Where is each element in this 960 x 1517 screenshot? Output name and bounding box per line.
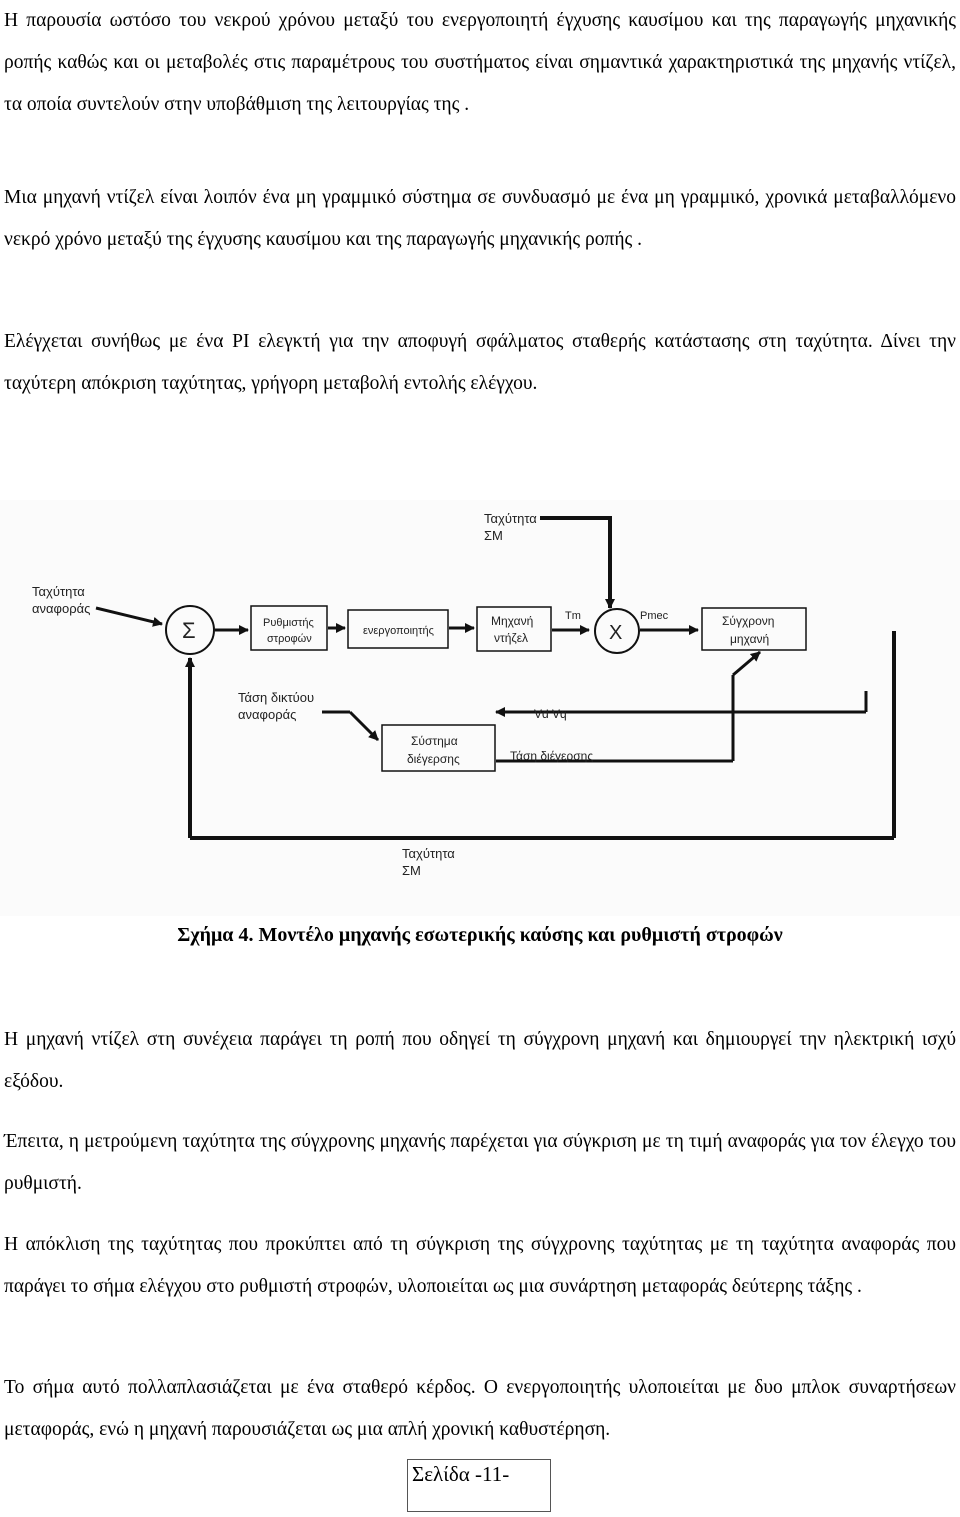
actuator-block: [347, 609, 449, 649]
page-number-box: Σελίδα -11-: [407, 1459, 551, 1512]
grid-ref-to-excitation-arrow: [348, 710, 380, 742]
figure-caption: Σχήμα 4. Μοντέλο μηχανής εσωτερικής καύσ…: [177, 924, 783, 946]
excitation-to-sync-arrow: [732, 650, 761, 677]
excitation-voltage-label: Τάση διέγερσης: [510, 749, 593, 763]
vd-vq-label: Vd Vq: [534, 707, 567, 721]
speed-sm-bottom-label-1: Ταχύτητα: [402, 846, 455, 861]
sync-machine-block: [701, 607, 807, 651]
multiplier-symbol: X: [609, 622, 622, 644]
diesel-engine-block: [476, 606, 552, 652]
tm-label: Tm: [565, 610, 581, 622]
block-diagram: Ταχύτητα ΣΜ Ταχύτητα αναφοράς Σ Ρυθμιστή…: [0, 500, 960, 916]
governor-label-2: στροφών: [267, 633, 312, 645]
governor-label-1: Ρυθμιστής: [263, 617, 314, 629]
pmec-label: Pmec: [640, 610, 669, 622]
speed-reference-label-2: αναφοράς: [32, 601, 90, 616]
sync-machine-label-2: μηχανή: [730, 632, 769, 646]
speed-sm-top-label-2: ΣΜ: [484, 528, 503, 543]
paragraph-nonlinear-system: Μια μηχανή ντίζελ είναι λοιπόν ένα μη γρ…: [4, 187, 956, 250]
excitation-system-label-2: διέγερσης: [407, 752, 460, 766]
speed-sm-to-multiplier-arrow: [540, 516, 615, 609]
paragraph-measured-speed: Έπειτα, η μετρούμενη ταχύτητα της σύγχρο…: [4, 1131, 956, 1194]
paragraph-signal-gain: Το σήμα αυτό πολλαπλασιάζεται με ένα στα…: [4, 1377, 956, 1440]
sum-junction: [165, 605, 215, 655]
sync-machine-label-1: Σύγχρονη: [722, 614, 774, 628]
speed-sm-top-label-1: Ταχύτητα: [484, 511, 537, 526]
reference-to-sum-arrow: [95, 606, 163, 627]
excitation-system-label-1: Σύστημα: [411, 734, 458, 748]
paragraph-pi-controller: Ελέγχεται συνήθως με ένα PI ελεγκτή για …: [4, 331, 956, 394]
speed-reference-label-1: Ταχύτητα: [32, 584, 85, 599]
multiplier-junction: [594, 608, 640, 654]
governor-block: [250, 605, 328, 651]
diesel-engine-label-2: ντήζελ: [494, 631, 528, 645]
actuator-label: ενεργοποιητής: [363, 625, 434, 637]
speed-sm-bottom-label-2: ΣΜ: [402, 863, 421, 878]
sum-symbol: Σ: [182, 618, 196, 643]
grid-voltage-ref-label-1: Τάση δικτύου: [238, 690, 314, 705]
page-number: Σελίδα -11-: [412, 1462, 510, 1486]
paragraph-dead-time: Η παρουσία ωστόσο του νεκρού χρόνου μετα…: [4, 10, 956, 115]
paragraph-speed-deviation: Η απόκλιση της ταχύτητας που προκύπτει α…: [4, 1234, 956, 1297]
diesel-engine-label-1: Μηχανή: [491, 614, 533, 628]
grid-voltage-ref-label-2: αναφοράς: [238, 707, 296, 722]
excitation-system-block: [381, 724, 496, 772]
paragraph-torque: Η μηχανή ντίζελ στη συνέχεια παράγει τη …: [4, 1029, 956, 1092]
